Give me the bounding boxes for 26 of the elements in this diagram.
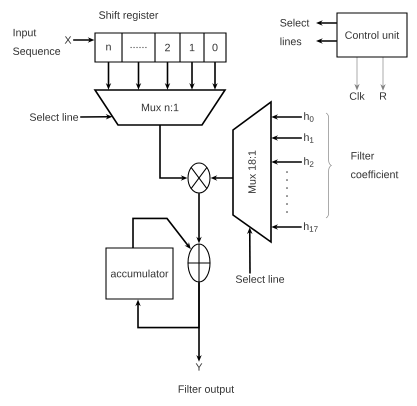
signal-label: h$_{0}$ xyxy=(304,112,314,122)
signal-label: X xyxy=(64,36,72,44)
node-label: Filter output xyxy=(178,385,234,395)
register-cell: 2 xyxy=(154,32,181,63)
heading: Shift register xyxy=(99,11,158,21)
register-cell: n xyxy=(94,32,123,63)
register-cell: ...... xyxy=(121,32,156,63)
register-cell: 0 xyxy=(203,32,227,63)
signal-label: R xyxy=(380,92,386,100)
register-cell: 1 xyxy=(179,32,205,63)
signal-label: h$_{2}$ xyxy=(304,157,314,167)
signal-label: Select line xyxy=(236,275,284,283)
signal-label: h$_{17}$ xyxy=(304,222,318,232)
signal-label: Y xyxy=(196,363,202,371)
accumulator-box: accumulator xyxy=(105,247,174,300)
multiplexer: Mux 18:1 xyxy=(232,100,272,244)
signal-label: Select lines xyxy=(280,18,310,46)
control-box: Control unit xyxy=(336,12,408,58)
arrow xyxy=(135,282,200,328)
caption: Filter coefficient xyxy=(351,152,398,178)
signal-label: Select line xyxy=(30,113,78,121)
adder-symbol xyxy=(186,242,212,284)
node-label: Input Sequence xyxy=(13,28,60,58)
signal-label: Clk xyxy=(350,92,365,100)
signal-label: h$_{1}$ xyxy=(304,133,314,143)
multiplier-symbol xyxy=(187,162,211,194)
